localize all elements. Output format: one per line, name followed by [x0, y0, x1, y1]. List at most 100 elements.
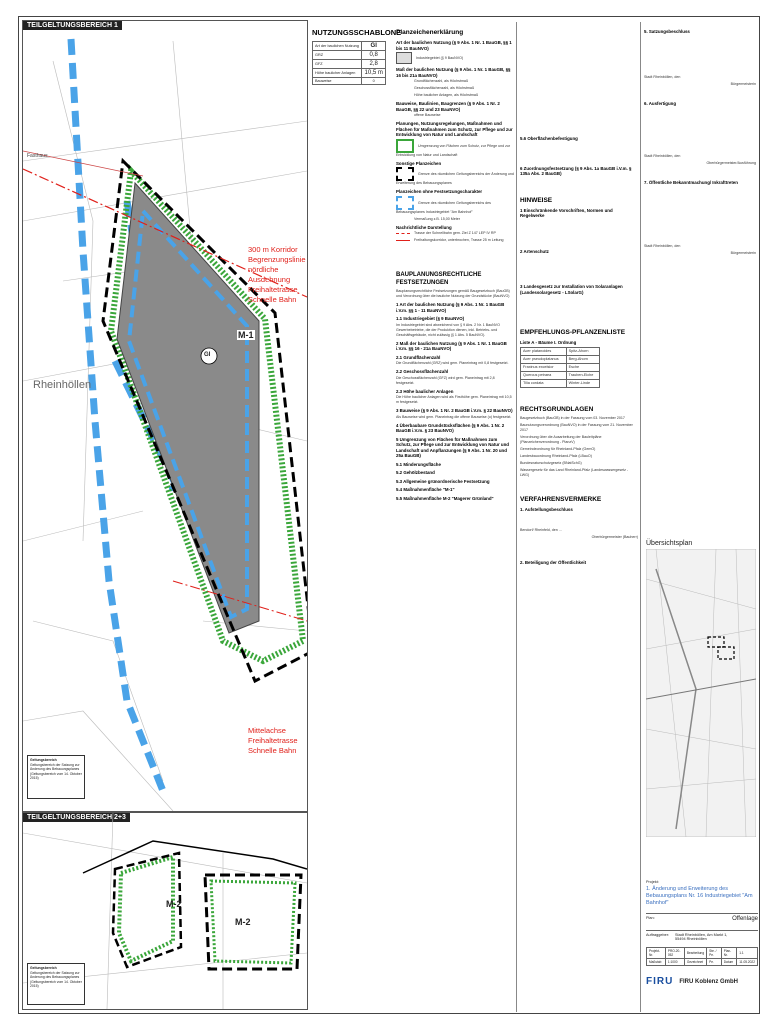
- recht-item: Baunutzungsverordnung (BauNVO) in der Fa…: [520, 422, 633, 432]
- legend-box-line2: Geltungsbereich der Satzung zur Änderung…: [30, 762, 80, 772]
- firm-name: FIRU Koblenz GmbH: [679, 978, 739, 985]
- uebersicht-title: Übersichtsplan: [646, 540, 693, 547]
- section1-title: TEILGELTUNGSBEREICH 1: [23, 21, 122, 30]
- project-name: 1. Änderung und Erweiterung des Bebauung…: [646, 886, 753, 906]
- hinweis-item: 3 Landesgesetz zur Installation von Sola…: [520, 284, 623, 295]
- right-sign-role: Bürgermeisterin: [730, 81, 756, 86]
- right-item: 6. Ausfertigung: [644, 100, 677, 106]
- planz-item: offene Bauweise: [414, 113, 441, 117]
- gi-plot: [116, 181, 260, 634]
- meta-key: Gezeichnet: [683, 958, 708, 966]
- table-cell: Fraxinus excelsior: [520, 362, 567, 372]
- black-dash-icon: [396, 167, 414, 181]
- fest-item: 5.5 Maßnahmenfläche M-2 "Magerer Grünlan…: [396, 495, 494, 501]
- street-label: Rheinhöllen: [33, 379, 92, 391]
- planz-item: Planungen, Nutzungsregelungen, Maßnahmen…: [396, 121, 513, 137]
- planz-item: Art der baulichen Nutzung (§ 9 Abs. 1 Nr…: [396, 40, 512, 51]
- right-sign-city: Stadt Rheinböllen, den: [644, 74, 681, 79]
- plan-value: Offenlage: [732, 916, 758, 922]
- planz-item: Sonstige Planzeichen: [396, 160, 442, 166]
- blue-dash-icon: [396, 195, 414, 210]
- schablone-cell: 10,5 m: [361, 68, 386, 78]
- fest-item: 1.1 Industriegebiet (§ 9 BauNVO): [396, 316, 465, 321]
- table-cell: Acer platanoides: [520, 346, 567, 356]
- fest-item: 4 Überbaubare Grundstücksflächen (§ 9 Ab…: [396, 422, 505, 434]
- section1-map: [23, 38, 307, 811]
- table-cell: Quercus petraea: [520, 370, 567, 380]
- section2-panel: TEILGELTUNGSBEREICH 2+3 M-2 M-2 Geltungs…: [22, 812, 308, 1010]
- firm-logo-icon: FIRU: [646, 976, 674, 987]
- schablone-cell: GRZ: [311, 50, 363, 60]
- schablone-cell: 0: [361, 77, 386, 85]
- client-value: Stadt Rheinböllen, Am Markt 1, 55494 Rhe…: [675, 933, 728, 941]
- planz-item: Nachrichtliche Darstellung: [396, 224, 452, 230]
- fest-item: 2 Maß der baulichen Nutzung (§ 9 Abs. 1 …: [396, 340, 507, 352]
- fest-item: 2.2 Geschossflächenzahl: [396, 369, 449, 374]
- planz-title: Planzeichenerklärung: [396, 29, 464, 36]
- gi-symbol-icon: [396, 52, 412, 64]
- planz-item: Freihaltungskorridor, unterbrochen, Tras…: [414, 238, 504, 242]
- planz-item: Maß der baulichen Nutzung (§ 9 Abs. 1 Nr…: [396, 67, 511, 78]
- meta-val: 11.05.2022: [736, 958, 758, 966]
- hinweise-title: HINWEISE: [520, 196, 553, 204]
- legend-box-line3: (Geltungsbereich vom 14. Oktober 2015): [30, 771, 82, 781]
- planz-item: Trasse der Schnellbahn gem. Ziel Z 147 L…: [414, 231, 496, 235]
- section2-legend-box: Geltungsbereich Geltungsbereich der Satz…: [27, 963, 85, 1005]
- column-rule: [516, 22, 517, 1012]
- mid-item: 6 Zuordnungsfestsetzung (§ 9 Abs. 1a Bau…: [520, 165, 632, 177]
- planz-item: Industriegebiet (§ 9 BauNVO): [416, 55, 464, 60]
- fest-item: 1 Art der baulichen Nutzung (§ 9 Abs. 1 …: [396, 302, 505, 313]
- legend2-line1: Geltungsbereich: [30, 966, 57, 970]
- table-cell: Esche: [565, 362, 601, 372]
- section2-title: TEILGELTUNGSBEREICH 2+3: [23, 813, 130, 822]
- schablone-cell: Art der baulichen Nutzung: [311, 41, 363, 51]
- table-cell: Tilia cordata: [520, 378, 567, 388]
- fest-item: Die Höhe baulicher Anlagen wird als Firs…: [396, 395, 512, 404]
- right-item: 7. Öffentliche Bekanntmachung/ Inkrafttr…: [644, 180, 738, 185]
- fest-item: Bauplanungsrechtliche Festsetzungen gemä…: [396, 289, 510, 298]
- meta-key: Bearbeitung: [683, 947, 708, 959]
- table-cell: Berg-Ahorn: [565, 354, 601, 364]
- green-border-icon: [396, 138, 414, 153]
- right-sign-city: Stadt Rheinböllen, den: [644, 243, 681, 248]
- meta-key: Datum: [720, 958, 738, 966]
- verf-item: Bendorf/ Rheinfeld, den ...: [520, 528, 562, 532]
- meta-val: Ste. / Pe.: [706, 947, 722, 959]
- uebersicht-block: Übersichtsplan: [645, 540, 757, 840]
- recht-item: Bundesnaturschutzgesetz (BNatSchG): [520, 460, 582, 465]
- right-item: 5. Satzungsbeschluss: [644, 29, 690, 34]
- plan-label: Plan:: [646, 916, 655, 920]
- corridor-note: 300 m Korridor Begrenzungslinie nördlich…: [248, 245, 306, 304]
- planz-item: Umgrenzung von Flächen zum Schutz, zur P…: [396, 143, 511, 157]
- fest-item: 3 Bauweise (§ 9 Abs. 1 Nr. 2 BauGB i.V.m…: [396, 408, 513, 413]
- zone-m1-label: M-1: [237, 330, 255, 340]
- section1-panel: TEILGELTUNGSBEREICH 1: [22, 20, 308, 812]
- schablone-cell: Bauweise: [311, 77, 363, 85]
- project-label: Projekt:: [646, 880, 659, 884]
- sheet-frame: [18, 16, 760, 1014]
- road-label: Fasthaus: [27, 153, 48, 159]
- table-cell: Trauben-Eiche: [565, 370, 601, 380]
- schablone-cell: GFZ: [311, 59, 363, 69]
- table-cell: Spitz-Ahorn: [565, 346, 601, 356]
- meta-key: Plan-Nr.: [720, 947, 738, 959]
- corridor-line-icon: [396, 239, 410, 241]
- meta-key: Maßstab: [646, 958, 666, 966]
- schablone-cell: 0,8: [361, 50, 386, 60]
- fest-item: 5.1 Minderungsfläche: [396, 461, 441, 467]
- table-cell: Acer pseudoplatanus: [520, 354, 567, 364]
- table-cell: Winter-Linde: [565, 378, 601, 388]
- fest-item: 2.3 Höhe baulicher Anlagen: [396, 388, 454, 394]
- recht-title: RECHTSGRUNDLAGEN: [520, 405, 594, 413]
- recht-item: Baugesetzbuch (BauGB) in der Fassung vom…: [520, 415, 625, 420]
- column-rule: [640, 22, 641, 1012]
- right-sign-role: Bürgermeisterin: [730, 250, 756, 255]
- legend2-line2: Geltungsbereich der Satzung zur Änderung…: [30, 970, 80, 980]
